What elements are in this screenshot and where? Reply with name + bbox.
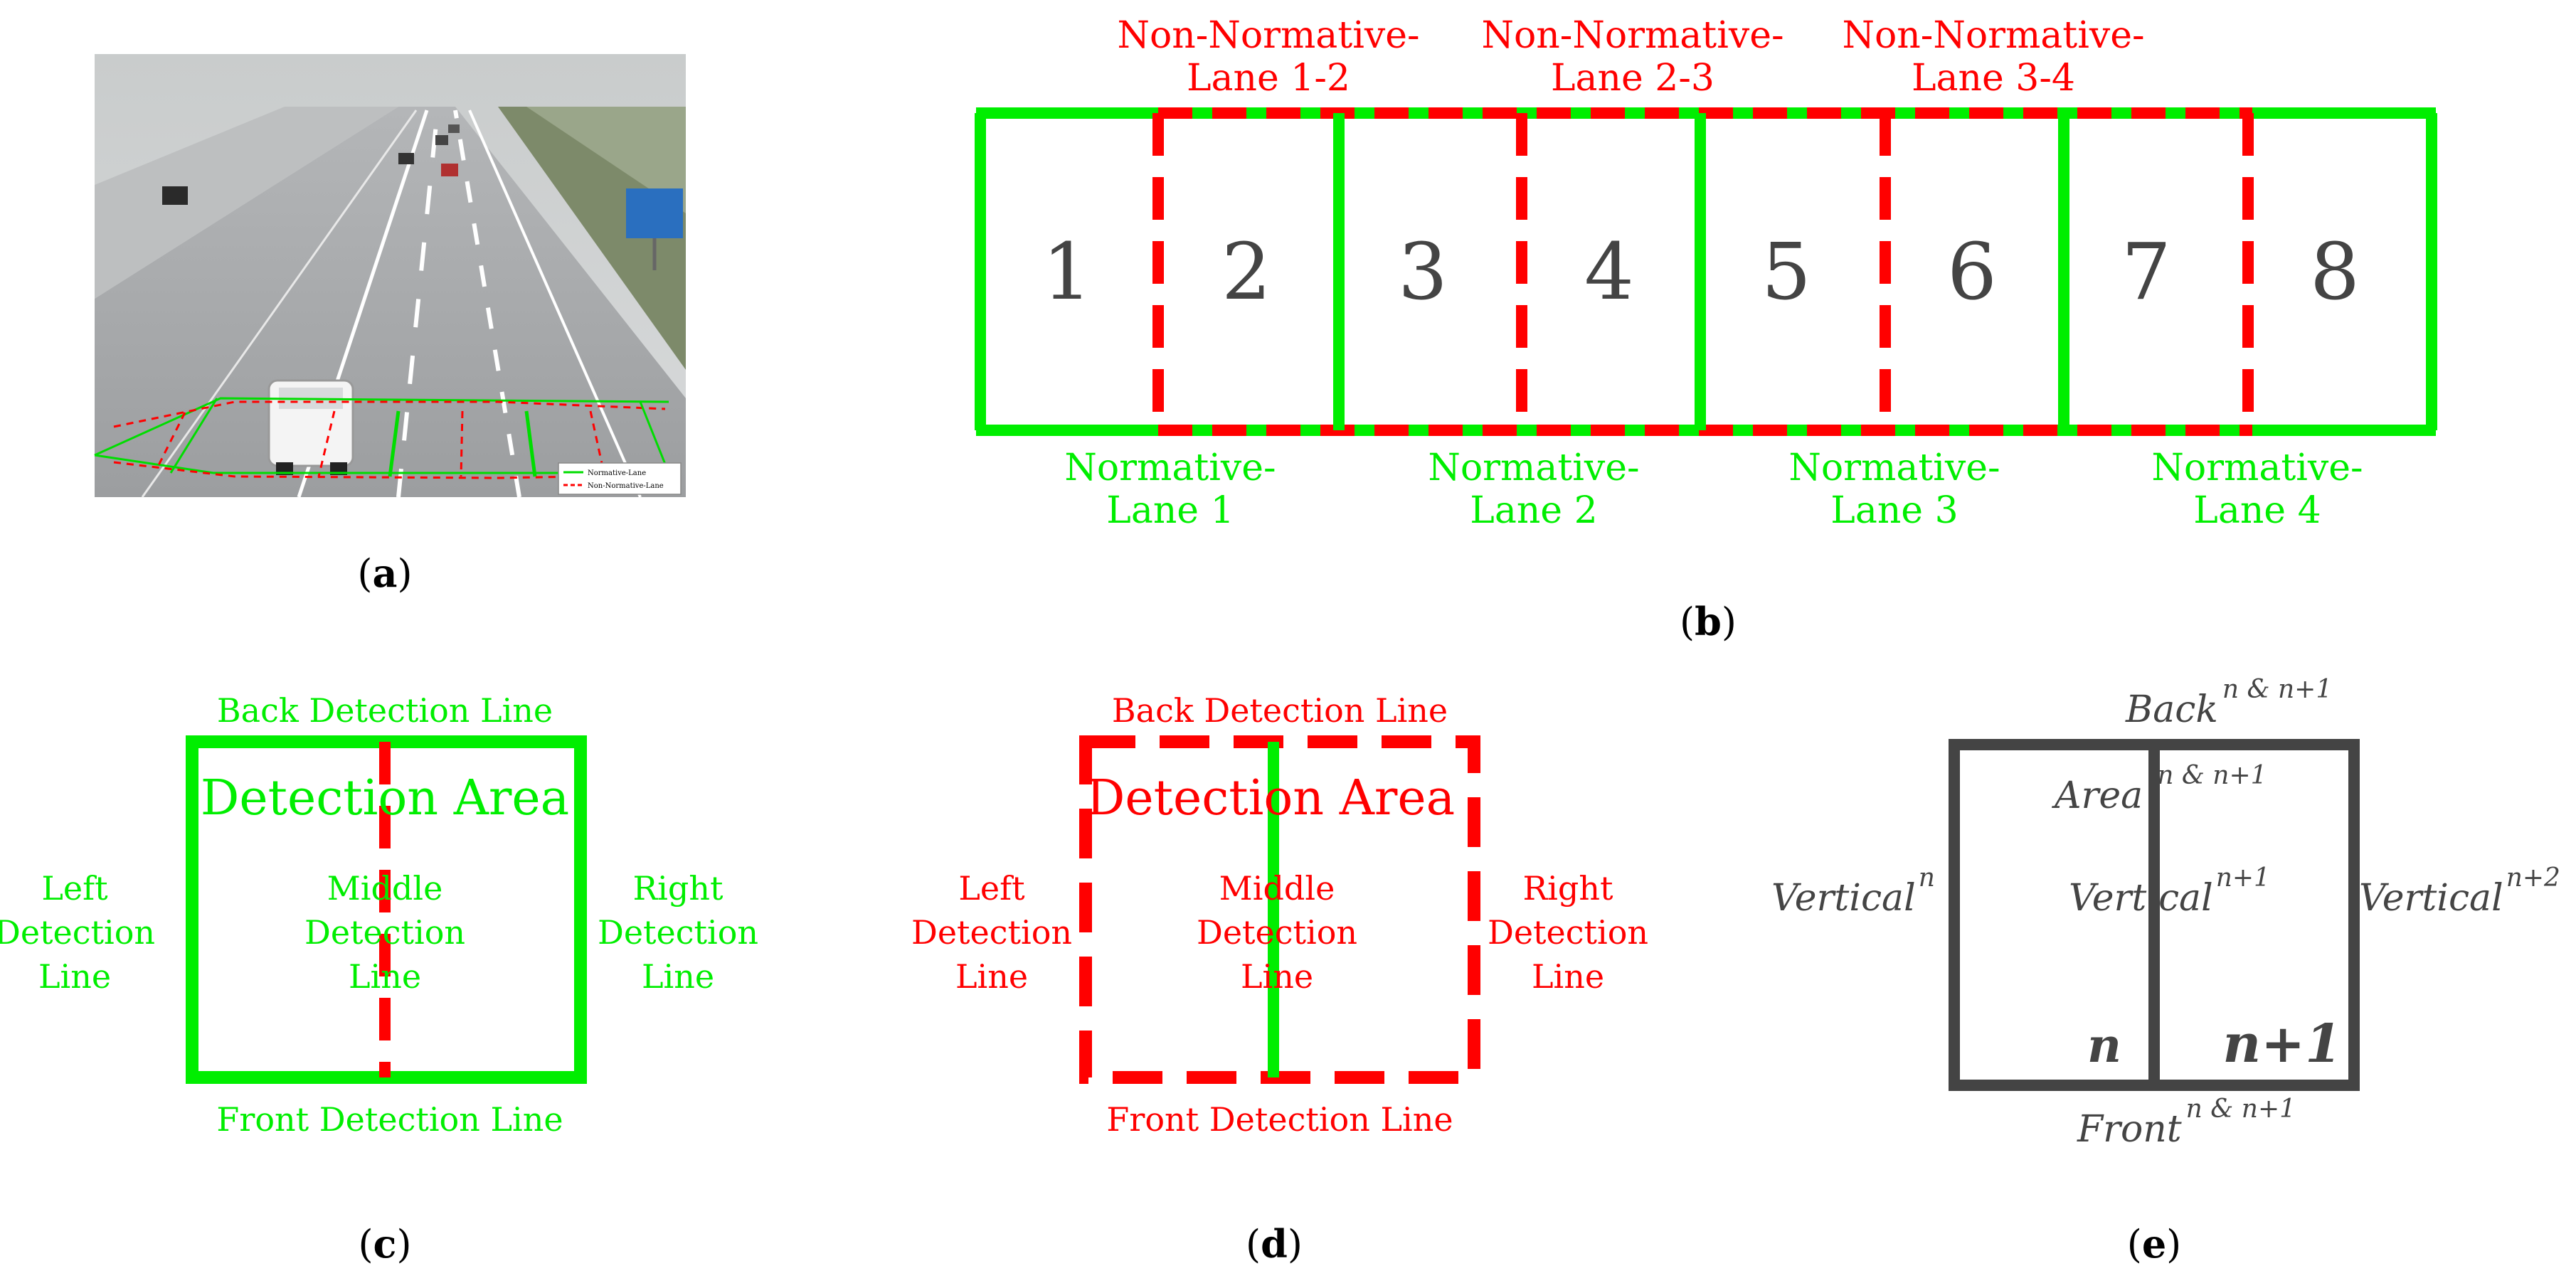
middle-line-label-1: Middle	[327, 869, 443, 907]
cell-8: 8	[2310, 226, 2360, 317]
label-non-normative-1-2-line1: Non-Normative-	[1117, 14, 1419, 57]
cell-5: 5	[1761, 226, 1811, 317]
label-normative-4-line1: Normative-	[2151, 447, 2363, 489]
middle-line-label-3: Line	[1241, 957, 1313, 996]
back-detection-line-label: Back Detection Line	[217, 691, 553, 730]
panel-c: Back Detection Line Front Detection Line…	[0, 691, 758, 1267]
left-line-label-1: Left	[958, 869, 1025, 907]
legend-non-normative: Non-Normative-Lane	[588, 482, 664, 490]
label-non-normative-2-3-line1: Non-Normative-	[1481, 14, 1783, 57]
front-detection-line-label: Front Detection Line	[216, 1100, 563, 1139]
cell-3: 3	[1398, 226, 1448, 317]
left-line-label-3: Line	[955, 957, 1028, 996]
cell-n1-label: n+1	[2222, 1013, 2341, 1075]
middle-line-label-2: Detection	[1197, 913, 1357, 952]
label-normative-3-line2: Lane 3	[1830, 489, 1958, 532]
middle-line-label-1: Middle	[1219, 869, 1335, 907]
legend-normative: Normative-Lane	[588, 469, 646, 477]
cell-2: 2	[1221, 226, 1271, 317]
cell-7: 7	[2121, 226, 2171, 317]
label-non-normative-3-4-line1: Non-Normative-	[1842, 14, 2144, 57]
caption-e: (e)	[2127, 1221, 2182, 1267]
left-line-label-2: Detection	[0, 913, 155, 952]
front-detection-line-label: Front Detection Line	[1106, 1100, 1453, 1139]
label-normative-4-line2: Lane 4	[2193, 489, 2321, 532]
cell-6: 6	[1947, 226, 1997, 317]
cell-n-label: n	[2087, 1018, 2121, 1073]
caption-a: (a)	[357, 550, 412, 596]
label-non-normative-2-3-line2: Lane 2-3	[1551, 57, 1714, 100]
right-line-label-1: Right	[1523, 869, 1613, 907]
panel-d: Back Detection Line Front Detection Line…	[911, 691, 1648, 1267]
label-normative-1-line1: Normative-	[1064, 447, 1276, 489]
caption-b: (b)	[1680, 599, 1737, 644]
right-line-label-3: Line	[1532, 957, 1604, 996]
detection-area-label: Detection Area	[201, 770, 569, 826]
label-normative-3-line1: Normative-	[1788, 447, 2000, 489]
left-line-label-3: Line	[38, 957, 111, 996]
cell-4: 4	[1584, 226, 1634, 317]
label-normative-2-line2: Lane 2	[1470, 489, 1597, 532]
right-line-label-2: Detection	[598, 913, 758, 952]
middle-line-label-2: Detection	[304, 913, 465, 952]
road-photo: Normative-Lane Non-Normative-Lane	[94, 54, 686, 498]
right-line-label-2: Detection	[1488, 913, 1648, 952]
panel-b: 1 2 3 4 5 6 7 8 Non-Normative- Lane 1-2 …	[975, 14, 2437, 644]
cell-1: 1	[1042, 226, 1092, 317]
non-normative-box	[1079, 735, 1480, 1084]
right-line-label-1: Right	[633, 869, 723, 907]
left-line-label-2: Detection	[911, 913, 1072, 952]
detection-area-label: Detection Area	[1086, 770, 1455, 826]
label-normative-2-line1: Normative-	[1428, 447, 1639, 489]
back-detection-line-label: Back Detection Line	[1112, 691, 1448, 730]
caption-d: (d)	[1246, 1221, 1303, 1267]
caption-c: (c)	[358, 1221, 411, 1267]
right-line-label-3: Line	[642, 957, 714, 996]
label-non-normative-1-2-line2: Lane 1-2	[1187, 57, 1350, 100]
photo-legend: Normative-Lane Non-Normative-Lane	[558, 462, 682, 495]
middle-line-label-3: Line	[349, 957, 421, 996]
left-line-label-1: Left	[41, 869, 108, 907]
label-non-normative-3-4-line2: Lane 3-4	[1912, 57, 2075, 100]
label-normative-1-line2: Lane 1	[1106, 489, 1234, 532]
panel-a: Normative-Lane Non-Normative-Lane (a)	[94, 54, 686, 596]
